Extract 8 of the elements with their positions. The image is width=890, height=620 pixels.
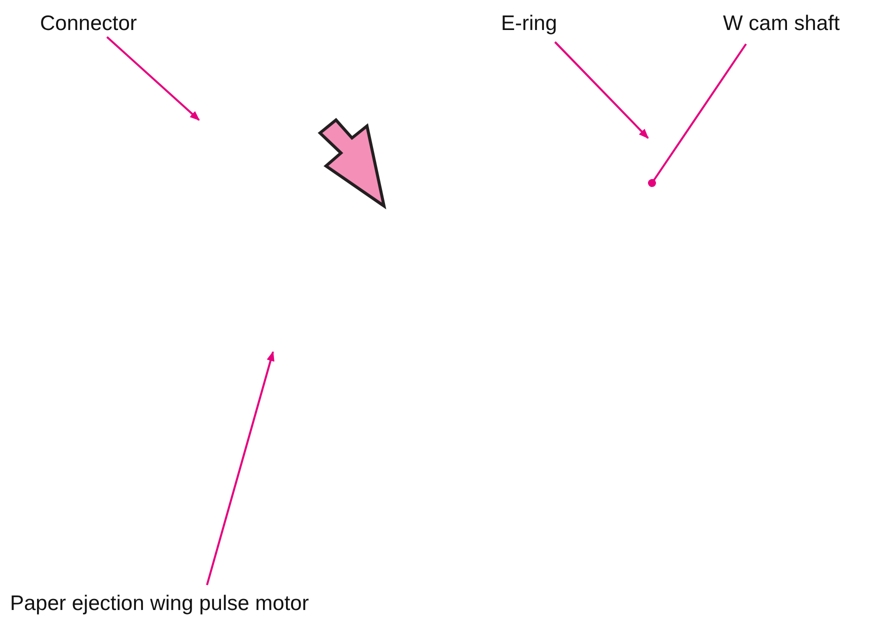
part-label: Paper ejection wing pulse motor [10,592,309,616]
part-label: W cam shaft [723,12,840,36]
leader-line [206,351,274,586]
leader-line [648,43,747,187]
leader-line [554,41,649,139]
leader-line [106,36,200,121]
part-label: E-ring [501,12,558,36]
part-label: Connector [40,12,137,36]
